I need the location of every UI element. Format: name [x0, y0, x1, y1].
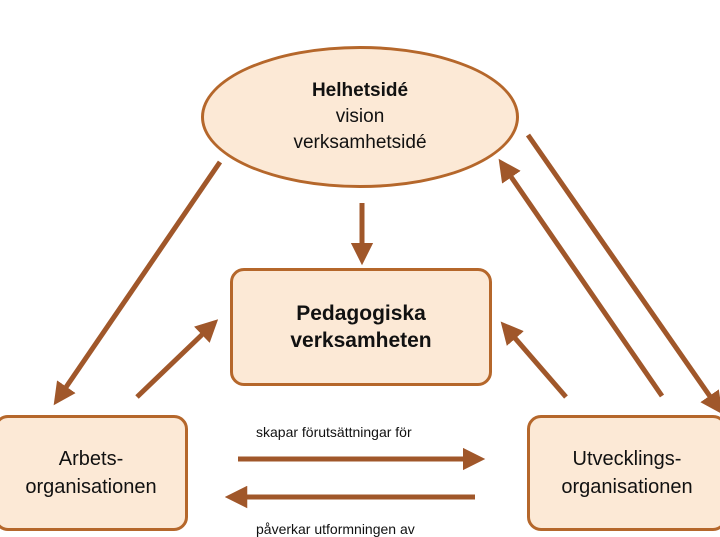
utveckling-label-line2: organisationen: [561, 476, 693, 498]
arrow-helhet-to-arbets: [53, 160, 223, 406]
arrow-utveckling-to-pedagogiska: [500, 321, 568, 399]
arbets-label-line1: Arbets-: [58, 448, 124, 470]
helhetside-title: Helhetsidé: [311, 80, 409, 101]
arrow-helhet-to-utveckling: [525, 133, 720, 415]
arbetsorganisationen-box: Arbets- organisationen: [0, 415, 188, 531]
pedagogiska-label-line2: verksamheten: [290, 329, 432, 352]
skapar-forutsattningar-label: skapar förutsättningar för: [256, 424, 412, 440]
utveckling-label-line1: Utvecklings-: [572, 448, 682, 470]
helhetside-verksamhetside: verksamhetsidé: [293, 132, 427, 153]
arrow-arbets-to-pedagogiska: [135, 319, 219, 399]
arbets-label-line2: organisationen: [25, 476, 157, 498]
pedagogiska-verksamheten-box: Pedagogiska verksamheten: [230, 268, 492, 386]
pedagogiska-label-line1: Pedagogiska: [296, 302, 426, 325]
paverkar-utformningen-label: påverkar utformningen av: [256, 521, 415, 537]
helhetside-vision: vision: [335, 106, 385, 127]
utvecklingsorganisationen-box: Utvecklings- organisationen: [527, 415, 720, 531]
helhetside-ellipse: Helhetsidé vision verksamhetsidé: [201, 46, 519, 188]
arrow-utveckling-to-helhet: [498, 158, 665, 398]
